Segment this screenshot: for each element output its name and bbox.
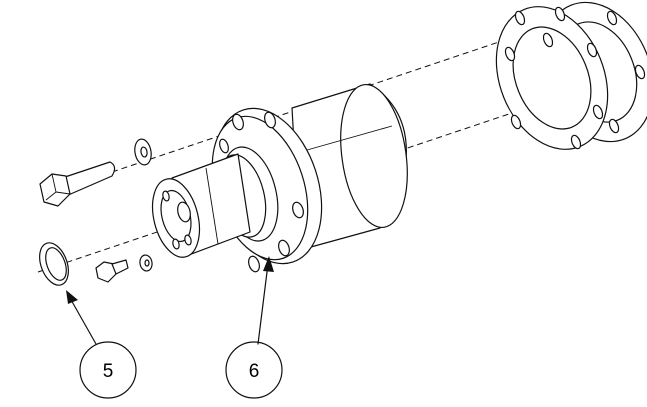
- callout-balloon-6: 6: [225, 341, 283, 399]
- leader-line-6: [257, 263, 269, 345]
- upper-axis-line: [111, 7, 601, 173]
- small-screw: [95, 259, 129, 283]
- axis-centerlines: [37, 7, 641, 273]
- hex-bolt: [39, 161, 116, 207]
- leader-arrows: [66, 256, 274, 345]
- ring-washer: [39, 242, 69, 286]
- lower-axis-line: [37, 69, 641, 273]
- callout-label-5: 5: [103, 361, 114, 382]
- arrowhead-5: [66, 290, 78, 304]
- hub-assembly: [151, 83, 408, 273]
- callout-label-6: 6: [249, 361, 260, 382]
- flange-gasket-plates: [495, 1, 647, 150]
- arrowhead-6: [263, 256, 274, 272]
- callout-balloon-5: 5: [79, 341, 137, 399]
- leader-line-5: [69, 297, 97, 345]
- flat-washer-upper: [134, 138, 152, 166]
- small-washer: [139, 254, 153, 272]
